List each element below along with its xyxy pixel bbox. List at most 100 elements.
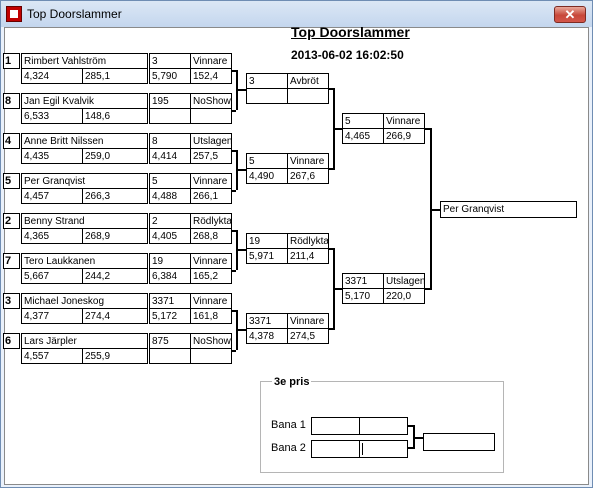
elapsed-time-cell[interactable]: 4,557 bbox=[21, 348, 83, 364]
lane2-number-field[interactable] bbox=[311, 440, 360, 458]
speed-cell[interactable]: 274,5 bbox=[287, 328, 329, 344]
winner-field[interactable]: Per Granqvist bbox=[440, 201, 577, 218]
elapsed-time-cell[interactable]: 6,533 bbox=[21, 108, 83, 124]
seed-box: 2 bbox=[3, 213, 20, 229]
speed-cell[interactable]: 274,4 bbox=[82, 308, 148, 324]
result-status-cell[interactable]: Rödlykta bbox=[287, 233, 329, 249]
elapsed-time-cell[interactable] bbox=[149, 348, 191, 364]
speed-cell[interactable]: 285,1 bbox=[82, 68, 148, 84]
speed-cell[interactable]: 268,9 bbox=[82, 228, 148, 244]
speed-cell[interactable]: 259,0 bbox=[82, 148, 148, 164]
car-number-cell[interactable]: 3 bbox=[246, 73, 288, 89]
speed-cell[interactable]: 266,3 bbox=[82, 188, 148, 204]
result-status-cell[interactable]: Avbröt bbox=[287, 73, 329, 89]
result-status-cell[interactable]: NoShow bbox=[190, 333, 232, 349]
result-status-cell[interactable]: Vinnare bbox=[287, 153, 329, 169]
speed-cell[interactable]: 148,6 bbox=[82, 108, 148, 124]
car-number-cell[interactable]: 2 bbox=[149, 213, 191, 229]
speed-cell[interactable]: 152,4 bbox=[190, 68, 232, 84]
car-number-cell[interactable]: 3371 bbox=[149, 293, 191, 309]
elapsed-time-cell[interactable]: 4,365 bbox=[21, 228, 83, 244]
lane1-result-field[interactable] bbox=[359, 417, 408, 435]
elapsed-time-cell[interactable]: 5,170 bbox=[342, 288, 384, 304]
elapsed-time-cell[interactable]: 4,377 bbox=[21, 308, 83, 324]
result-status-cell[interactable]: Vinnare bbox=[190, 293, 232, 309]
driver-name-cell[interactable]: Rimbert Vahlström bbox=[21, 53, 148, 69]
car-number-cell[interactable]: 8 bbox=[149, 133, 191, 149]
car-number-cell[interactable]: 3371 bbox=[246, 313, 288, 329]
elapsed-time-cell[interactable]: 4,378 bbox=[246, 328, 288, 344]
speed-cell[interactable]: 244,2 bbox=[82, 268, 148, 284]
result-status-cell[interactable]: Rödlykta bbox=[190, 213, 232, 229]
result-status-cell[interactable]: NoShow bbox=[190, 93, 232, 109]
speed-cell[interactable]: 211,4 bbox=[287, 248, 329, 264]
elapsed-time-cell[interactable]: 4,490 bbox=[246, 168, 288, 184]
elapsed-time-cell[interactable]: 5,667 bbox=[21, 268, 83, 284]
elapsed-time-cell[interactable]: 4,435 bbox=[21, 148, 83, 164]
speed-cell[interactable] bbox=[190, 348, 232, 364]
driver-name-cell[interactable]: Per Granqvist bbox=[21, 173, 148, 189]
elapsed-time-cell[interactable]: 5,172 bbox=[149, 308, 191, 324]
third-place-result-field[interactable] bbox=[423, 433, 495, 451]
car-number-cell[interactable]: 195 bbox=[149, 93, 191, 109]
third-place-group bbox=[260, 381, 504, 473]
speed-cell[interactable]: 257,5 bbox=[190, 148, 232, 164]
car-number-cell[interactable]: 5 bbox=[149, 173, 191, 189]
title-bar[interactable]: Top Doorslammer ✕ bbox=[1, 1, 592, 27]
result-status-cell[interactable]: Vinnare bbox=[383, 113, 425, 129]
lane1-label: Bana 1 bbox=[271, 419, 306, 431]
driver-name-cell[interactable]: Lars Järpler bbox=[21, 333, 148, 349]
elapsed-time-cell[interactable]: 4,414 bbox=[149, 148, 191, 164]
driver-name-cell[interactable]: Anne Britt Nilssen bbox=[21, 133, 148, 149]
speed-cell[interactable] bbox=[190, 108, 232, 124]
seed-box: 3 bbox=[3, 293, 20, 309]
result-status-cell[interactable]: Vinnare bbox=[190, 173, 232, 189]
elapsed-time-cell[interactable]: 6,384 bbox=[149, 268, 191, 284]
speed-cell[interactable]: 266,1 bbox=[190, 188, 232, 204]
elapsed-time-cell[interactable]: 4,324 bbox=[21, 68, 83, 84]
speed-cell[interactable]: 161,8 bbox=[190, 308, 232, 324]
datetime-label: 2013-06-02 16:02:50 bbox=[291, 48, 404, 62]
result-status-cell[interactable]: Utslagen bbox=[383, 273, 425, 289]
speed-cell[interactable]: 268,8 bbox=[190, 228, 232, 244]
speed-cell[interactable]: 165,2 bbox=[190, 268, 232, 284]
speed-cell[interactable]: 255,9 bbox=[82, 348, 148, 364]
driver-name-cell[interactable]: Michael Joneskog bbox=[21, 293, 148, 309]
seed-box: 4 bbox=[3, 133, 20, 149]
lane2-result-field[interactable] bbox=[359, 440, 408, 458]
driver-name-cell[interactable]: Benny Strand bbox=[21, 213, 148, 229]
elapsed-time-cell[interactable]: 4,488 bbox=[149, 188, 191, 204]
text-cursor bbox=[362, 443, 363, 455]
elapsed-time-cell[interactable]: 5,790 bbox=[149, 68, 191, 84]
result-status-cell[interactable]: Vinnare bbox=[287, 313, 329, 329]
elapsed-time-cell[interactable]: 4,465 bbox=[342, 128, 384, 144]
seed-box: 6 bbox=[3, 333, 20, 349]
driver-name-cell[interactable]: Tero Laukkanen bbox=[21, 253, 148, 269]
elapsed-time-cell[interactable]: 4,457 bbox=[21, 188, 83, 204]
speed-cell[interactable] bbox=[287, 88, 329, 104]
speed-cell[interactable]: 266,9 bbox=[383, 128, 425, 144]
window-title: Top Doorslammer bbox=[27, 7, 122, 21]
speed-cell[interactable]: 220,0 bbox=[383, 288, 425, 304]
car-number-cell[interactable]: 19 bbox=[246, 233, 288, 249]
elapsed-time-cell[interactable] bbox=[246, 88, 288, 104]
elapsed-time-cell[interactable] bbox=[149, 108, 191, 124]
driver-name-cell[interactable]: Jan Egil Kvalvik bbox=[21, 93, 148, 109]
speed-cell[interactable]: 267,6 bbox=[287, 168, 329, 184]
lane1-number-field[interactable] bbox=[311, 417, 360, 435]
seed-box: 1 bbox=[3, 53, 20, 69]
car-number-cell[interactable]: 19 bbox=[149, 253, 191, 269]
car-number-cell[interactable]: 3371 bbox=[342, 273, 384, 289]
lane2-label: Bana 2 bbox=[271, 442, 306, 454]
car-number-cell[interactable]: 3 bbox=[149, 53, 191, 69]
result-status-cell[interactable]: Utslagen bbox=[190, 133, 232, 149]
car-number-cell[interactable]: 5 bbox=[246, 153, 288, 169]
car-number-cell[interactable]: 875 bbox=[149, 333, 191, 349]
elapsed-time-cell[interactable]: 4,405 bbox=[149, 228, 191, 244]
result-status-cell[interactable]: Vinnare bbox=[190, 253, 232, 269]
close-button[interactable]: ✕ bbox=[554, 6, 586, 23]
elapsed-time-cell[interactable]: 5,971 bbox=[246, 248, 288, 264]
car-number-cell[interactable]: 5 bbox=[342, 113, 384, 129]
seed-box: 8 bbox=[3, 93, 20, 109]
result-status-cell[interactable]: Vinnare bbox=[190, 53, 232, 69]
